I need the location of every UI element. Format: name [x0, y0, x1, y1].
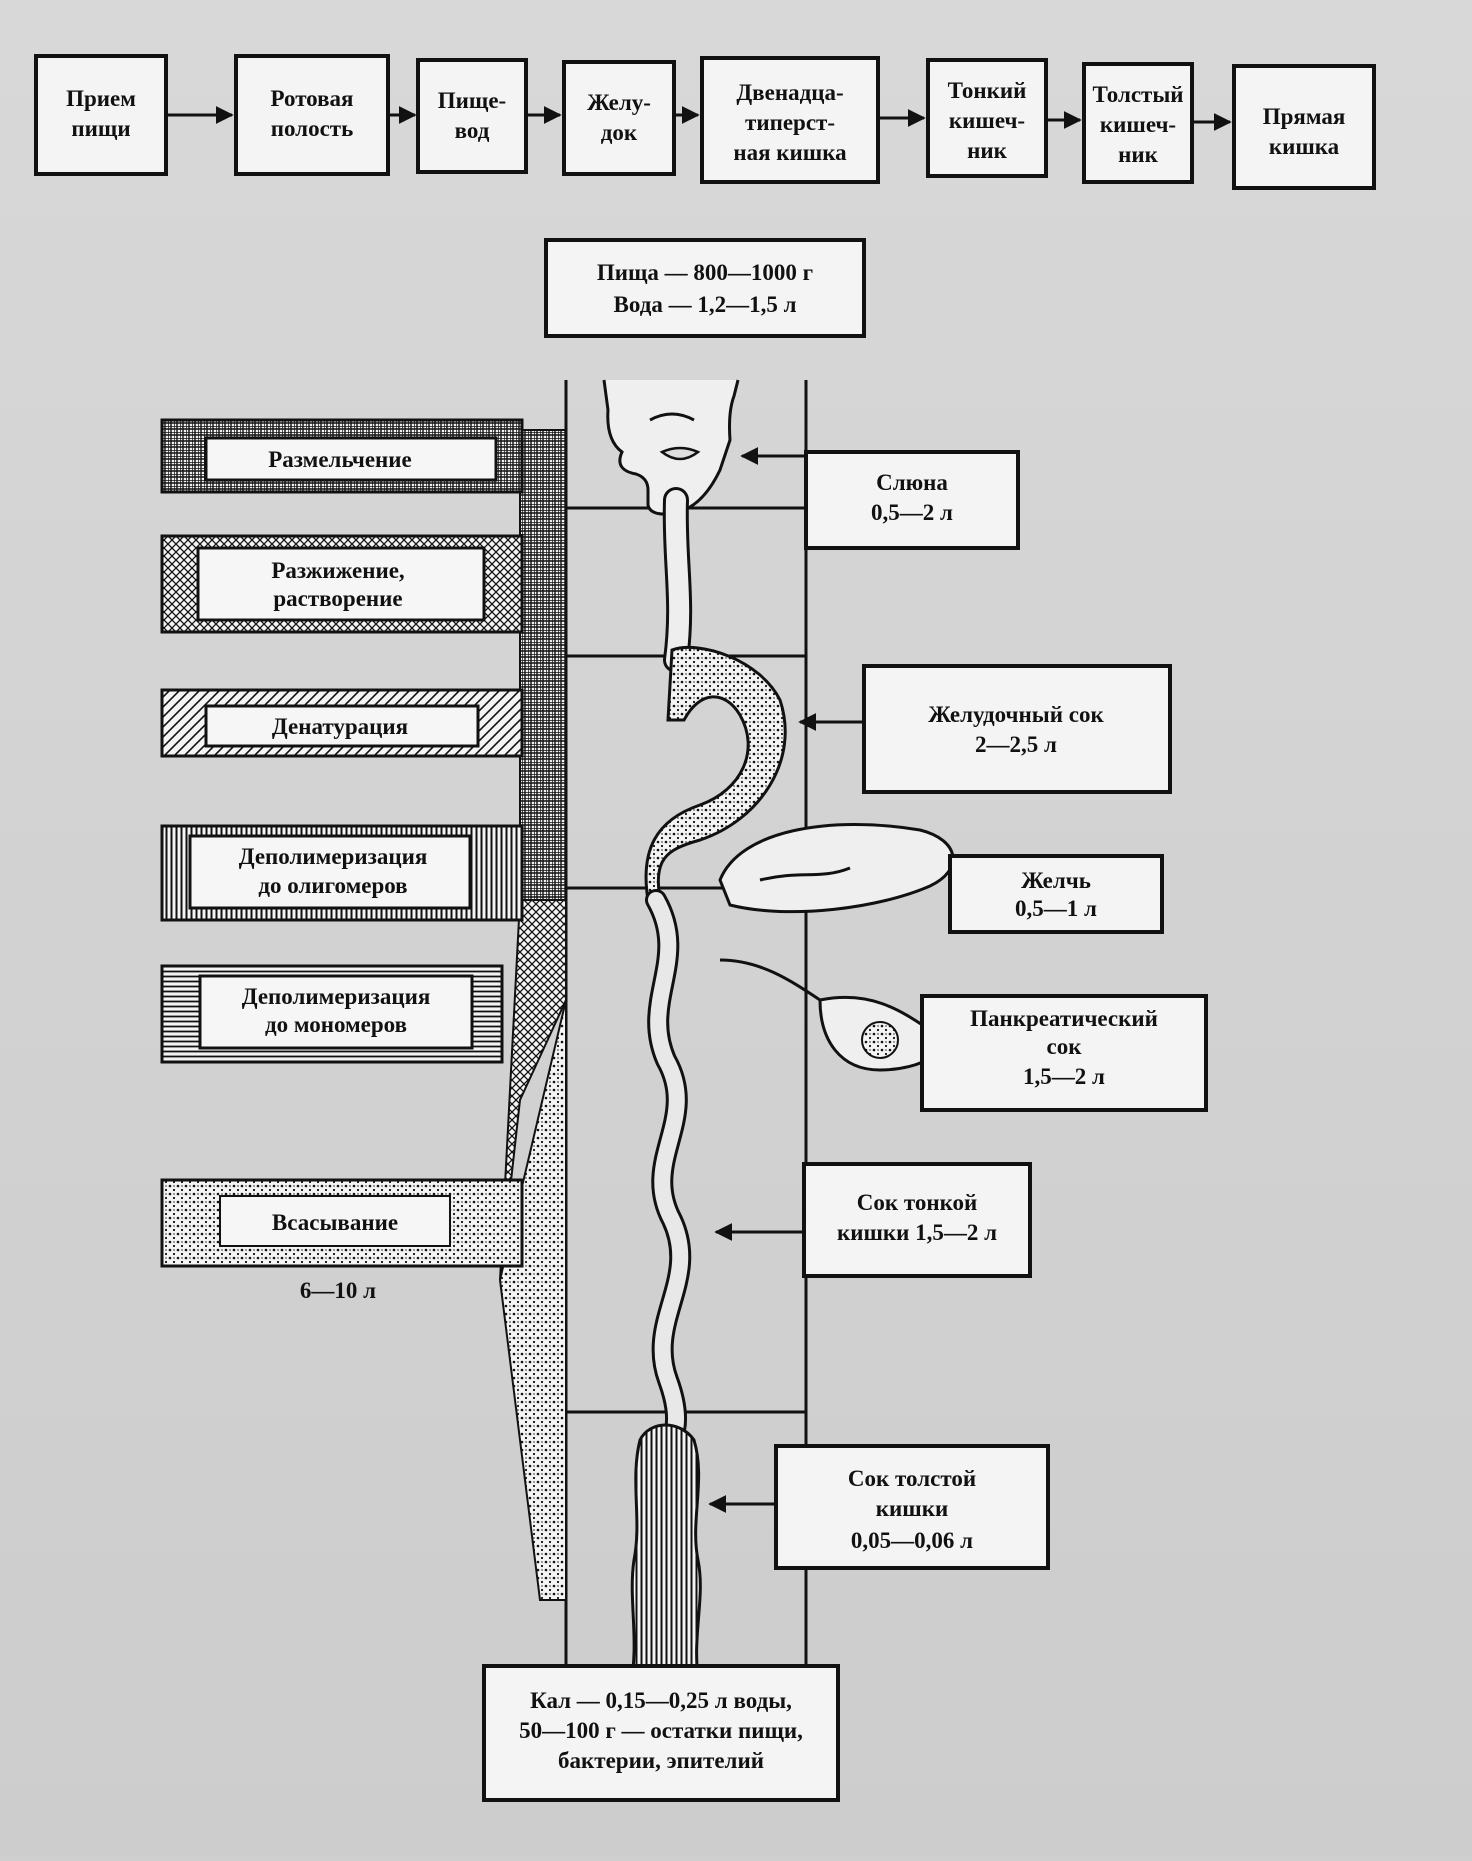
flow-step-stomach: Желу- док	[562, 60, 676, 176]
flow-label: ная кишка	[733, 140, 847, 165]
process-label: Всасывание	[272, 1210, 398, 1235]
flow-label: Тонкий	[948, 78, 1027, 103]
absorption-volume: 6—10 л	[300, 1278, 376, 1303]
output-bacteria: бактерии, эпителий	[558, 1748, 764, 1773]
flow-step-small-intestine: Тонкий кишеч- ник	[926, 58, 1048, 178]
flow-label: Прием	[66, 86, 136, 111]
flow-step-large-intestine: Толстый кишеч- ник	[1082, 62, 1194, 184]
head-illustration	[602, 379, 740, 516]
intake-water: Вода — 1,2—1,5 л	[614, 292, 797, 317]
secretion-bile: Желчь 0,5—1 л	[948, 854, 1164, 934]
flow-label: ник	[1118, 142, 1159, 167]
secretion-label: Сок тонкой	[857, 1190, 978, 1215]
bile-duct	[719, 958, 821, 1002]
secretion-label: 0,5—2 л	[871, 500, 953, 525]
flow-label: вод	[455, 118, 490, 143]
flow-label: Пище-	[438, 88, 506, 113]
process-label: Деполимеризация	[239, 844, 428, 869]
flow-step-esophagus: Пище- вод	[416, 58, 528, 174]
flow-step-intake: Прием пищи	[34, 54, 168, 176]
flow-label: Двенадца-	[736, 80, 843, 105]
flow-label: Ротовая	[271, 86, 354, 111]
secretion-saliva: Слюна 0,5—2 л	[740, 447, 1020, 550]
process-label: Деполимеризация	[242, 984, 431, 1009]
process-absorption: Всасывание 6—10 л	[160, 1178, 524, 1303]
secretion-label: Панкреатический	[970, 1006, 1158, 1031]
secretion-gastric-juice: Желудочный сок 2—2,5 л	[798, 664, 1172, 794]
output-box: Кал — 0,15—0,25 л воды, 50—100 г — остат…	[482, 1664, 840, 1802]
process-label: Денатурация	[272, 714, 408, 739]
secretion-large-intestine-juice: Сок толстой кишки 0,05—0,06 л	[708, 1444, 1050, 1570]
flow-label: Толстый	[1092, 82, 1183, 107]
process-label: растворение	[273, 586, 402, 611]
process-label: Разжижение,	[271, 558, 404, 583]
process-list: Размельчение Разжижение, растворение Ден…	[160, 418, 524, 1303]
process-band	[498, 429, 567, 1601]
flow-step-mouth: Ротовая полость	[234, 54, 390, 176]
secretion-list: Слюна 0,5—2 л Желудочный сок 2—2,5 л Жел…	[708, 447, 1208, 1570]
secretion-label: Желчь	[1021, 868, 1091, 893]
flow-label: пищи	[71, 116, 130, 141]
flow-label: Желу-	[587, 90, 651, 115]
process-label: до олигомеров	[258, 873, 407, 898]
nose-line	[649, 412, 695, 422]
process-dissolution: Разжижение, растворение	[160, 534, 524, 634]
mouth-shape	[659, 446, 701, 461]
intake-box: Пища — 800—1000 г Вода — 1,2—1,5 л	[544, 238, 866, 338]
process-label: до мономеров	[265, 1012, 407, 1037]
flow-label: кишка	[1269, 134, 1340, 159]
flow-label: Прямая	[1263, 104, 1346, 129]
digestive-tract	[628, 487, 955, 1692]
secretion-label: 2—2,5 л	[975, 732, 1057, 757]
process-grinding: Размельчение	[160, 418, 524, 494]
intake-food: Пища — 800—1000 г	[597, 260, 813, 285]
secretion-label: 1,5—2 л	[1023, 1064, 1105, 1089]
flow-label: полость	[271, 116, 354, 141]
process-monomers: Деполимеризация до мономеров	[160, 964, 504, 1064]
flow-label: типерст-	[745, 110, 835, 135]
process-oligomers: Деполимеризация до олигомеров	[160, 824, 524, 922]
secretion-label: Желудочный сок	[928, 702, 1104, 727]
flow-label: ник	[967, 138, 1008, 163]
secretion-label: Сок толстой	[848, 1466, 976, 1491]
process-label: Размельчение	[268, 447, 412, 472]
secretion-label: 0,5—1 л	[1015, 896, 1097, 921]
output-food-residue: 50—100 г — остатки пищи,	[519, 1718, 803, 1743]
secretion-label: сок	[1047, 1034, 1083, 1059]
process-denaturation: Денатурация	[160, 688, 524, 758]
flow-label: кишеч-	[1100, 112, 1176, 137]
flow-step-duodenum: Двенадца- типерст- ная кишка	[700, 56, 880, 184]
output-water: Кал — 0,15—0,25 л воды,	[530, 1688, 792, 1713]
flow-label: док	[601, 120, 638, 145]
liver-shape	[718, 822, 955, 914]
large-intestine-shape	[628, 1423, 702, 1692]
secretion-label: 0,05—0,06 л	[851, 1528, 973, 1553]
secretion-label: кишки 1,5—2 л	[837, 1220, 997, 1245]
organ-flow: Прием пищи Ротовая полость Пище- вод Жел…	[34, 54, 1376, 190]
secretion-label: кишки	[876, 1496, 948, 1521]
flow-label: кишеч-	[949, 108, 1025, 133]
secretion-label: Слюна	[876, 470, 948, 495]
secretion-small-intestine-juice: Сок тонкой кишки 1,5—2 л	[714, 1162, 1032, 1278]
flow-step-rectum: Прямая кишка	[1232, 64, 1376, 190]
secretion-pancreatic-juice: Панкреатический сок 1,5—2 л	[920, 994, 1208, 1112]
